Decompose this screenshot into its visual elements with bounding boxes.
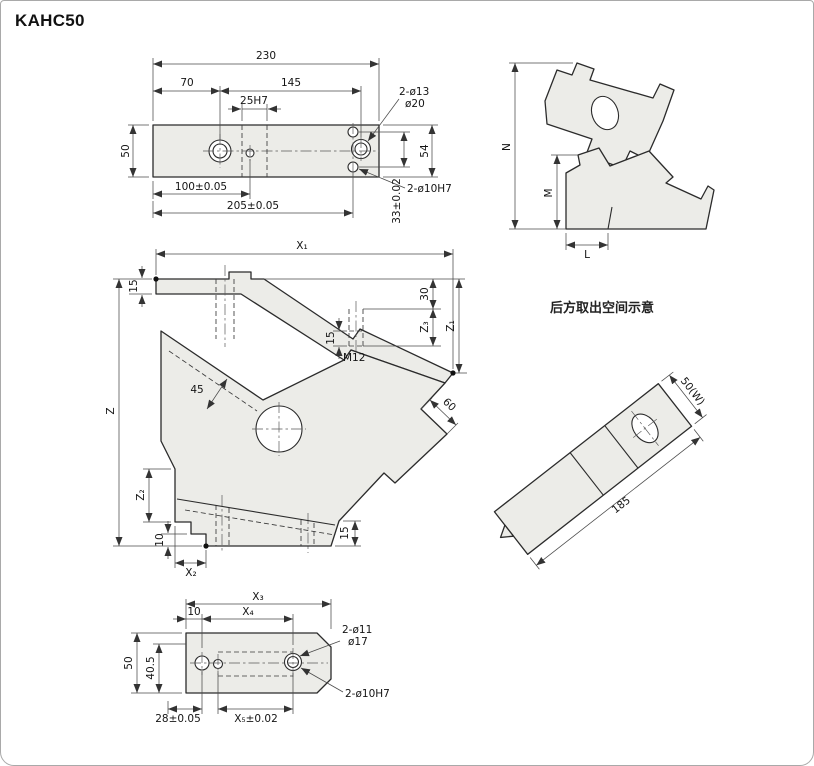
space-view: 后方取出空间示意 50(W) 185 (493, 300, 707, 570)
dowel-callout: 2-ø10H7 (407, 183, 452, 195)
top-view: 230 70 145 25H7 50 100±0.05 205±0.05 54 … (120, 50, 452, 224)
bottom-view-hidden-lines (218, 651, 293, 677)
dim-25h7-label: 25H7 (240, 95, 268, 107)
space-bar-body (493, 383, 693, 555)
dim-m-label: M (543, 188, 555, 197)
space-view-bar: 50(W) 185 (493, 371, 707, 570)
dim-x5-label: X₅±0.02 (234, 713, 278, 725)
dim-n-label: N (501, 143, 513, 151)
datum-dot-top-left (153, 276, 159, 282)
counterbore-callout-1: 2-ø13 (399, 86, 429, 98)
front-view-dimensions (113, 249, 467, 568)
dim-x3-label: X₃ (252, 591, 263, 603)
dim-145-label: 145 (281, 77, 301, 89)
side-view: N M L (501, 62, 715, 261)
dim-50-bottom-label: 50 (123, 656, 135, 669)
bottom-counterbore-callout-2: ø17 (348, 636, 368, 648)
dim-z-label: Z (105, 407, 117, 414)
side-view-step-edge (607, 206, 613, 230)
bottom-view-centerlines (190, 648, 328, 677)
dim-50-label: 50 (120, 144, 132, 157)
dim-30-label: 30 (419, 287, 431, 300)
bottom-dowel-callout: 2-ø10H7 (345, 688, 390, 700)
dim-x4-label: X₄ (242, 606, 253, 618)
m12-callout: M12 (343, 352, 365, 364)
datum-dot-bottom (203, 543, 209, 549)
side-view-lower-body (565, 147, 715, 230)
front-view: X₁ 15 Z 30 Z₃ Z₁ 15 M12 45 60 Z₂ 10 X₂ 1… (105, 240, 467, 579)
dim-70-label: 70 (180, 77, 193, 89)
dim-405-label: 40.5 (145, 656, 157, 679)
dim-z3-label: Z₃ (419, 321, 431, 332)
dim-205-label: 205±0.05 (227, 200, 279, 212)
dim-100-label: 100±0.05 (175, 181, 227, 193)
dim-15-bot-label: 15 (339, 526, 351, 539)
dim-15-mid-label: 15 (325, 331, 337, 344)
page-title: KAHC50 (15, 11, 85, 30)
front-view-base-joint (176, 498, 336, 526)
top-view-dimensions (128, 58, 438, 218)
bottom-view: X₃ 10 X₄ 50 40.5 28±0.05 X₅±0.02 2-ø11 ø… (123, 591, 390, 725)
front-view-hidden-lines (168, 279, 364, 546)
datum-dot-right (450, 370, 456, 376)
top-view-hidden-slot (241, 125, 268, 177)
dim-45-label: 45 (190, 384, 203, 396)
front-view-centerlines (221, 265, 357, 553)
dim-10-label: 10 (154, 533, 166, 546)
dim-28-label: 28±0.05 (155, 713, 201, 725)
side-view-dimensions (509, 62, 609, 250)
dim-x2-label: X₂ (185, 567, 196, 579)
dim-54-label: 54 (419, 144, 431, 158)
dim-60-label: 60 (440, 396, 458, 414)
counterbore-callout-2: ø20 (405, 98, 425, 110)
dim-x1-label: X₁ (296, 240, 307, 252)
bottom-counterbore-callout-1: 2-ø11 (342, 624, 372, 636)
dim-15-top-label: 15 (128, 279, 140, 292)
dim-230-label: 230 (256, 50, 276, 62)
dim-z2-label: Z₂ (135, 489, 147, 500)
dim-l-label: L (584, 249, 590, 261)
dim-185-label: 185 (610, 494, 633, 516)
space-view-caption: 后方取出空间示意 (550, 300, 654, 316)
dim-10-bottom-label: 10 (187, 606, 200, 618)
space-bar-tab (499, 524, 515, 539)
dim-33-label: 33±0.02 (391, 178, 403, 224)
side-view-bore (590, 95, 620, 131)
bottom-view-dimensions (131, 599, 344, 714)
dim-z1-label: Z₁ (445, 320, 457, 331)
front-view-top-slab (155, 271, 454, 384)
space-view-dimensions (529, 371, 707, 570)
